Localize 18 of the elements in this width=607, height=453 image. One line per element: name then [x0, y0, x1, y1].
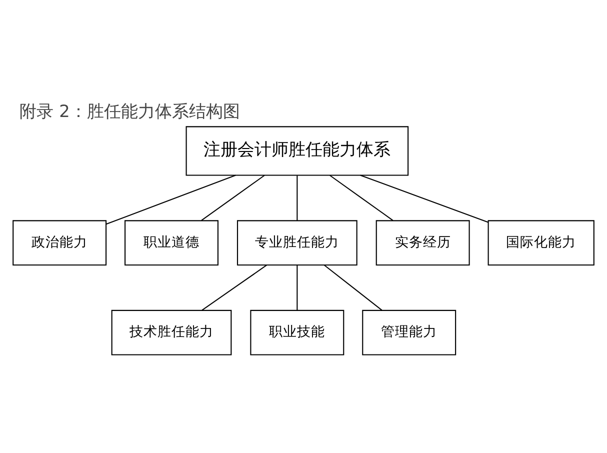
node-box: 专业胜任能力 — [236, 220, 358, 266]
connector — [324, 264, 382, 310]
node-box: 管理能力 — [362, 309, 456, 355]
connector — [201, 174, 265, 220]
node-box: 注册会计师胜任能力体系 — [186, 126, 409, 176]
node-box: 职业道德 — [124, 220, 218, 266]
node-box: 实务经历 — [376, 220, 470, 266]
node-box: 政治能力 — [12, 220, 107, 266]
connector — [296, 175, 298, 220]
node-box: 职业技能 — [250, 309, 344, 355]
node-box: 国际化能力 — [488, 220, 594, 266]
connector — [296, 264, 298, 310]
connector — [330, 174, 394, 220]
connector — [202, 264, 268, 310]
diagram-title: 附录 2：胜任能力体系结构图 — [20, 100, 240, 120]
connector — [360, 174, 488, 222]
connector — [106, 174, 236, 224]
node-box: 技术胜任能力 — [111, 309, 232, 355]
